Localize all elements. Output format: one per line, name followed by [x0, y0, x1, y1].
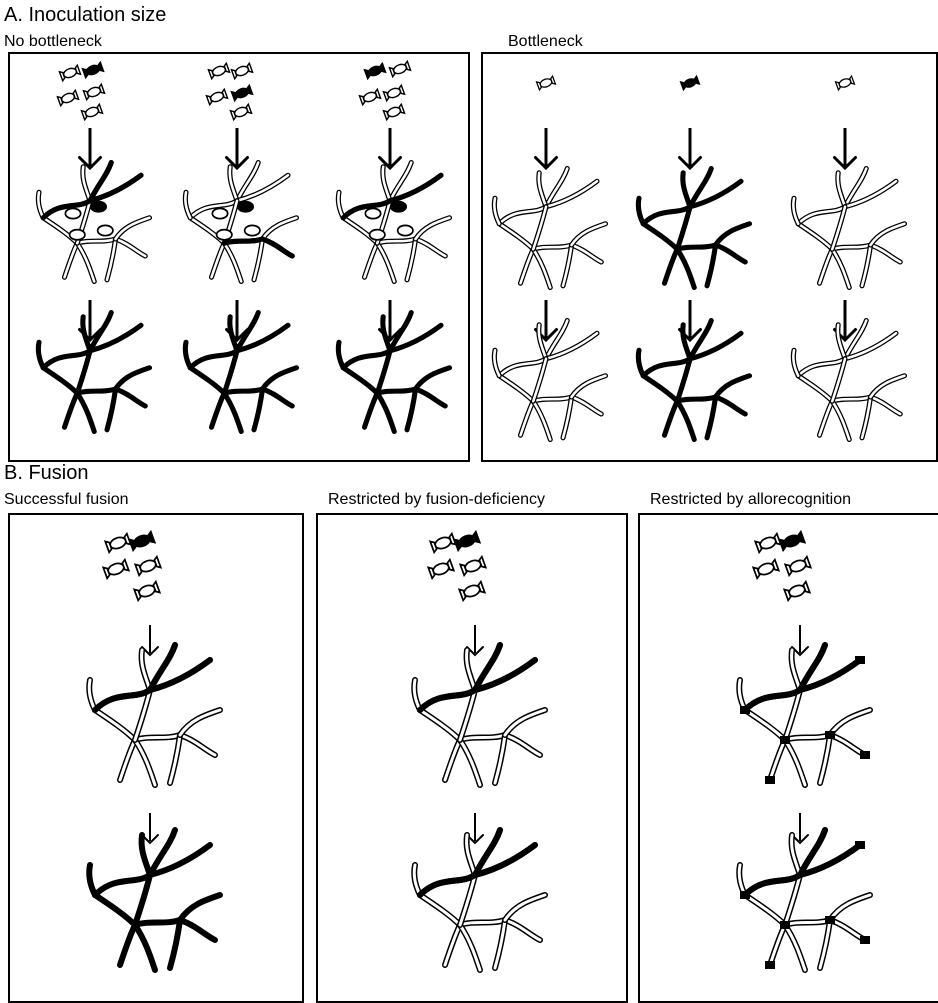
spore-icon	[836, 76, 855, 90]
black-hypha-segment	[95, 645, 210, 710]
spore-icon	[129, 532, 155, 551]
spore-icon	[103, 560, 129, 579]
spore-icon	[755, 534, 781, 553]
black-hypha-segment	[745, 645, 860, 710]
hypha-network-black	[338, 313, 449, 432]
black-hypha-segment	[420, 645, 535, 710]
hypha-network-white	[494, 321, 605, 440]
spore-icon	[784, 582, 810, 601]
hypha-network-black	[638, 169, 749, 288]
down-arrow-icon	[380, 128, 401, 168]
allorecognition-block-marker	[780, 736, 790, 744]
hypha-network-black	[638, 321, 749, 440]
spore-icon	[428, 560, 454, 579]
spore-cluster	[103, 532, 161, 601]
allorecognition-block-marker	[825, 916, 835, 924]
hypha-network-black	[185, 313, 296, 432]
hypha-network-black	[89, 830, 220, 970]
spore-icon	[134, 582, 160, 601]
down-arrow-icon	[227, 128, 248, 168]
hypha-network-mixed	[185, 163, 296, 282]
spore-icon	[537, 76, 556, 90]
spore-icon	[753, 560, 779, 579]
spore-icon	[785, 557, 811, 576]
spore-cluster	[428, 532, 486, 601]
allorecognition-block-marker	[855, 656, 865, 664]
hypha-network-white	[793, 321, 904, 440]
down-arrow-icon	[835, 128, 856, 168]
allorecognition-block-marker	[855, 841, 865, 849]
hypha-network-black	[38, 313, 149, 432]
spore-cluster	[753, 532, 811, 601]
spore-icon	[59, 65, 80, 80]
allorecognition-block-marker	[780, 921, 790, 929]
spore-icon	[383, 104, 404, 119]
allorecognition-block-marker	[860, 751, 870, 759]
spore-icon	[57, 90, 78, 105]
down-arrow-icon	[536, 128, 557, 168]
spore-icon	[231, 85, 252, 100]
spore-icon	[430, 534, 456, 553]
spore-icon	[82, 62, 103, 77]
allorecognition-block-marker	[825, 731, 835, 739]
spore-icon	[208, 63, 229, 78]
spore-icon	[460, 557, 486, 576]
down-arrow-icon	[680, 128, 701, 168]
down-arrow-icon	[80, 128, 101, 168]
spore-icon	[454, 532, 480, 551]
spore-icon	[105, 534, 131, 553]
spore-icon	[81, 104, 102, 119]
spore-icon	[383, 85, 404, 100]
allorecognition-block-marker	[765, 961, 775, 969]
allorecognition-block-marker	[740, 891, 750, 899]
allorecognition-block-marker	[740, 706, 750, 714]
spore-icon	[231, 63, 252, 78]
allorecognition-block-marker	[765, 776, 775, 784]
spore-icon	[459, 582, 485, 601]
hypha-network-white	[494, 169, 605, 288]
spore-icon	[681, 76, 700, 90]
spore-icon	[389, 61, 410, 76]
spore-icon	[364, 63, 385, 78]
spore-icon	[206, 89, 227, 104]
spore-icon	[359, 89, 380, 104]
spore-icon	[779, 532, 805, 551]
spore-icon	[83, 84, 104, 99]
spore-icon	[135, 557, 161, 576]
hypha-network-white	[793, 169, 904, 288]
allorecognition-block-marker	[860, 936, 870, 944]
spore-icon	[230, 104, 251, 119]
